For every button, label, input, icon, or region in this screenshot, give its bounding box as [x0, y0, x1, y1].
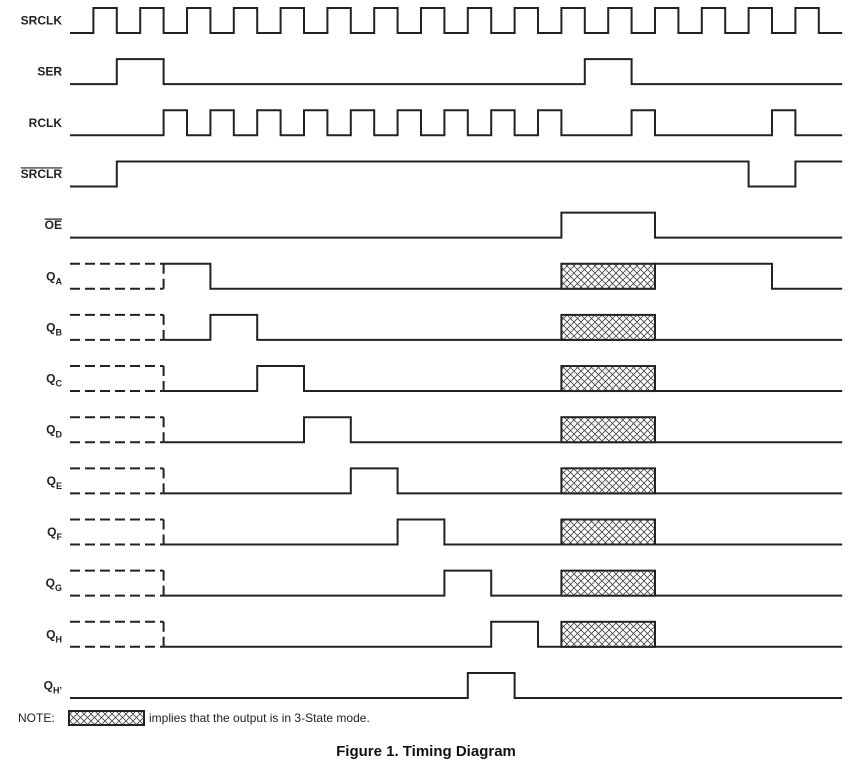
waveform-srclk	[70, 7, 843, 34]
signal-label-qh: QH	[46, 627, 62, 644]
waveform-oe	[70, 211, 843, 239]
signal-qe: QE	[47, 467, 843, 495]
signal-label-qe: QE	[47, 474, 62, 491]
signal-qc: QC	[46, 365, 843, 393]
hiz-region-qc	[560, 365, 657, 393]
signal-label-oe: OE	[45, 218, 62, 232]
signal-label-qh-prime: QH’	[44, 678, 62, 695]
waveform-qe	[163, 467, 843, 495]
signal-label-qa: QA	[46, 269, 62, 286]
signal-label-qd: QD	[46, 423, 62, 440]
hiz-region-qh	[560, 620, 657, 648]
unknown-state-qb	[70, 313, 165, 341]
signal-srclk: SRCLK	[21, 7, 843, 34]
waveform-qd	[163, 416, 843, 444]
signal-qh: QH	[46, 620, 843, 648]
signal-label-qc: QC	[46, 372, 62, 389]
waveform-qb	[163, 313, 843, 341]
signal-qh-prime: QH’	[44, 671, 843, 699]
waveform-qc	[163, 365, 843, 393]
unknown-state-qf	[70, 518, 165, 546]
signal-srclr: SRCLR	[20, 160, 843, 188]
note-text: implies that the output is in 3-State mo…	[149, 711, 370, 725]
signal-label-srclr: SRCLR	[21, 167, 63, 181]
signal-qf: QF	[47, 518, 843, 546]
unknown-state-qd	[70, 416, 165, 444]
waveform-qh	[163, 620, 843, 648]
signal-qb: QB	[46, 313, 843, 341]
waveform-qf	[163, 518, 843, 546]
hiz-region-qb	[560, 313, 657, 341]
waveform-qa	[163, 262, 843, 290]
signal-label-qf: QF	[47, 525, 62, 542]
signal-label-qb: QB	[46, 320, 62, 337]
signal-label-ser: SER	[37, 65, 62, 79]
signal-label-rclk: RCLK	[29, 116, 63, 130]
hiz-region-qg	[560, 569, 657, 597]
signal-oe: OE	[44, 211, 843, 239]
hiz-region-qf	[560, 518, 657, 546]
waveform-ser	[70, 58, 843, 86]
unknown-state-qe	[70, 467, 165, 495]
signal-label-qg: QG	[46, 576, 62, 593]
hiz-region-qe	[560, 467, 657, 495]
signal-ser: SER	[37, 58, 843, 86]
figure-caption: Figure 1. Timing Diagram	[336, 743, 516, 760]
signal-label-srclk: SRCLK	[21, 14, 63, 28]
note: NOTE: implies that the output is in 3-St…	[18, 710, 370, 726]
unknown-state-qc	[70, 365, 165, 393]
signal-rclk: RCLK	[29, 109, 843, 137]
unknown-state-qg	[70, 569, 165, 597]
unknown-state-qh	[70, 620, 165, 648]
signal-qd: QD	[46, 416, 843, 444]
waveform-rclk	[70, 109, 843, 137]
unknown-state-qa	[70, 262, 165, 290]
hiz-region-qd	[560, 416, 657, 444]
signal-qa: QA	[46, 262, 843, 290]
waveform-qg	[163, 569, 843, 597]
waveform-qh_prime	[70, 671, 843, 699]
signals: SRCLK SER RCLK SRCLR OE QA QB QC QD QE QF QG QH QH’	[20, 7, 843, 699]
signal-qg: QG	[46, 569, 843, 597]
waveform-srclr	[70, 160, 843, 188]
hiz-region-qa	[560, 262, 657, 290]
note-prefix: NOTE:	[18, 711, 55, 725]
note-hatch-swatch	[68, 710, 145, 726]
